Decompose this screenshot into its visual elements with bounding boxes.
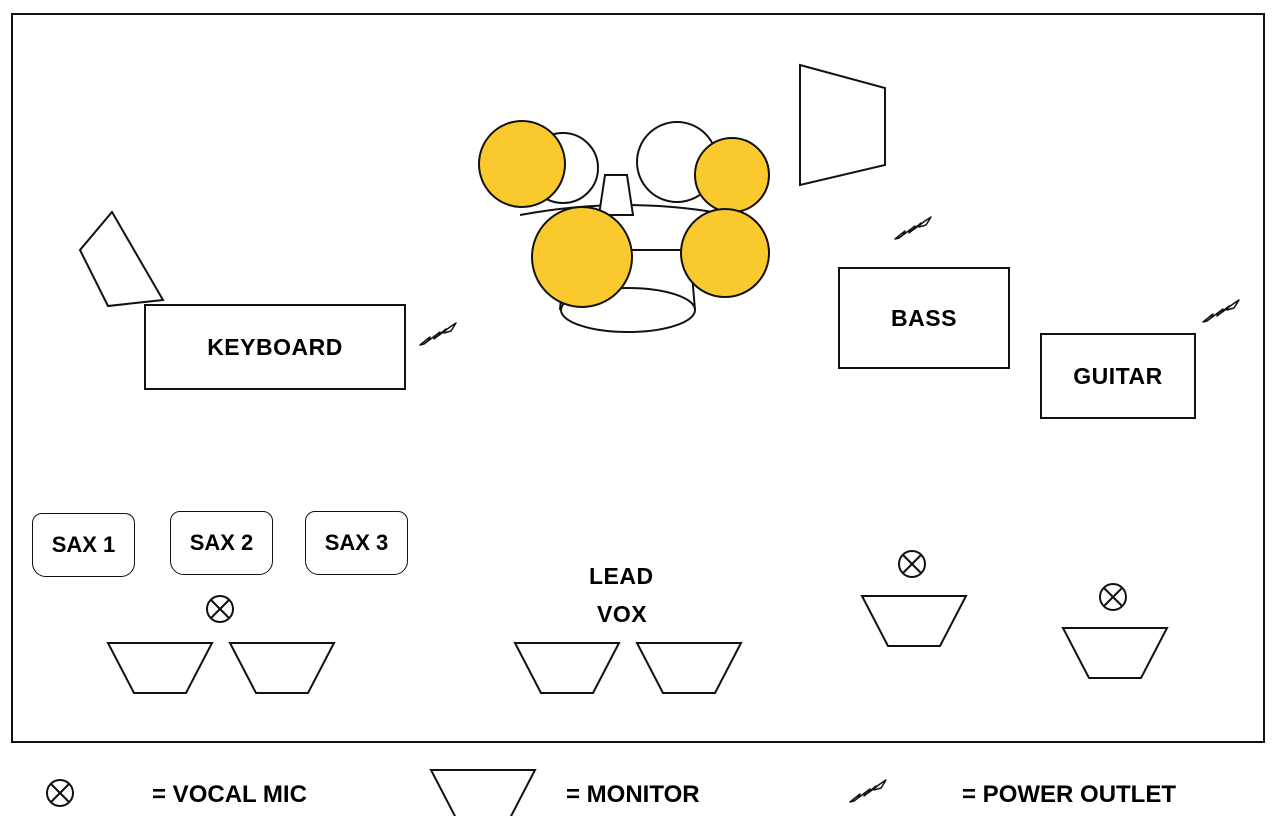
legend-vocal-mic-label: = VOCAL MIC	[152, 781, 307, 808]
keyboard-monitor-icon	[78, 210, 165, 308]
monitor-icon	[861, 595, 967, 647]
monitor-icon	[229, 642, 335, 694]
cymbal	[680, 208, 770, 298]
monitor-icon	[514, 642, 620, 694]
monitor-icon	[1062, 627, 1168, 679]
power-outlet-icon	[419, 322, 457, 346]
keyboard-label: KEYBOARD	[207, 333, 343, 360]
legend-vocal-mic-icon	[46, 779, 74, 807]
monitor-icon	[636, 642, 742, 694]
legend-monitor-icon	[430, 769, 536, 816]
sax-1-position: SAX 1	[32, 513, 135, 577]
lead-vox-label-line2: VOX	[597, 601, 648, 627]
vocal-mic-icon	[206, 595, 234, 623]
cymbal	[694, 137, 770, 213]
power-outlet-icon	[1202, 299, 1240, 323]
guitar-label: GUITAR	[1073, 362, 1163, 389]
vocal-mic-icon	[898, 550, 926, 578]
legend-power-outlet-icon	[849, 779, 887, 803]
sax-3-label: SAX 3	[324, 530, 389, 555]
cymbal	[531, 206, 633, 308]
drum-throne	[597, 174, 635, 216]
sax-2-label: SAX 2	[189, 530, 254, 555]
sax-2-position: SAX 2	[170, 511, 273, 575]
legend-monitor-label: = MONITOR	[566, 781, 700, 808]
vocal-mic-icon	[1099, 583, 1127, 611]
sax-3-position: SAX 3	[305, 511, 408, 575]
lead-vox-label-line1: LEAD	[589, 563, 654, 589]
power-outlet-icon	[894, 216, 932, 240]
cymbal	[478, 120, 566, 208]
bass-label: BASS	[891, 304, 957, 331]
bass-amp-box: BASS	[838, 267, 1010, 369]
keyboard-box: KEYBOARD	[144, 304, 406, 390]
legend-power-outlet-label: = POWER OUTLET	[962, 781, 1177, 808]
stage-outline	[11, 13, 1265, 743]
drum-monitor-icon	[799, 63, 886, 187]
guitar-amp-box: GUITAR	[1040, 333, 1196, 419]
drum-kit-icon	[478, 120, 770, 333]
sax-1-label: SAX 1	[51, 532, 116, 557]
monitor-icon	[107, 642, 213, 694]
